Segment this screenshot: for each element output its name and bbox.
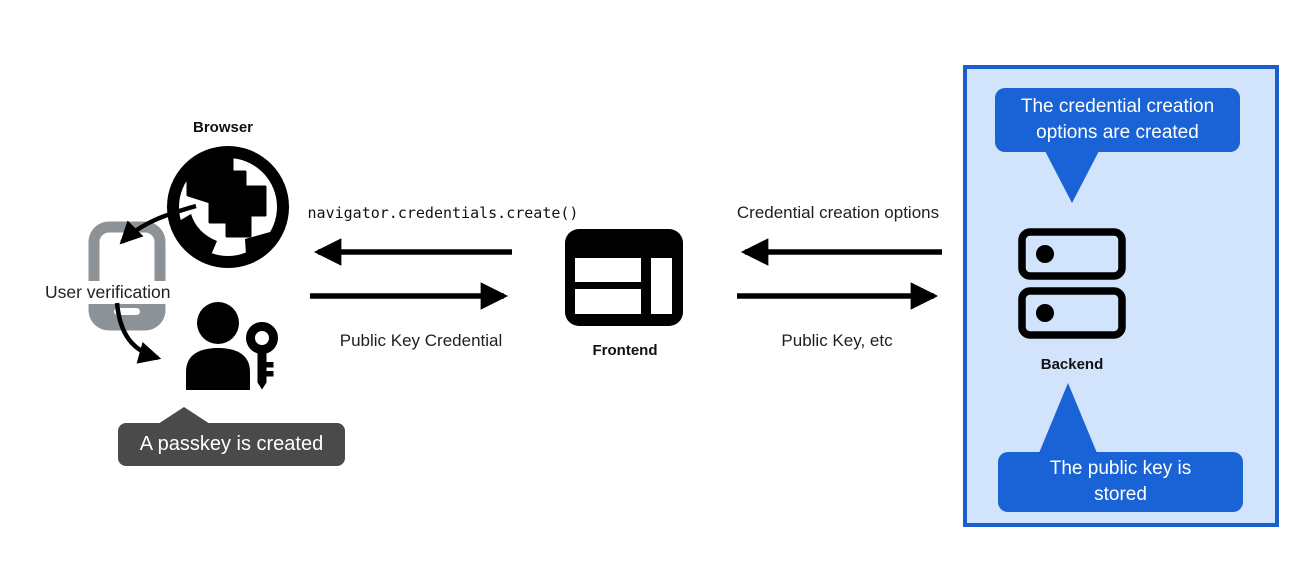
public-key-stored-callout: The public key is stored: [998, 383, 1243, 512]
credential-creation-options-label: Credential creation options: [736, 203, 940, 222]
navigator-credentials-create-label: navigator.credentials.create(): [307, 204, 579, 222]
public-key-stored-text: The public key is stored: [1049, 458, 1192, 505]
frontend-label: Frontend: [592, 342, 658, 359]
public-key-etc-label: Public Key, etc: [781, 331, 893, 350]
callout-pointer-up-tall: [1039, 383, 1097, 453]
person-with-key-icon: [186, 302, 278, 390]
arrow-phone-to-user: [114, 302, 162, 364]
passkey-created-callout: A passkey is created: [118, 407, 345, 466]
callout-pointer-down: [1045, 151, 1099, 203]
credential-options-text: The credential creation options are crea…: [1020, 96, 1215, 143]
globe-icon: [167, 146, 289, 268]
public-key-credential-label: Public Key Credential: [339, 331, 503, 350]
callout-pointer-up: [158, 407, 210, 424]
browser-label: Browser: [192, 119, 254, 136]
passkey-created-text: A passkey is created: [139, 433, 324, 455]
credential-options-callout: The credential creation options are crea…: [995, 88, 1240, 203]
backend-label: Backend: [1040, 356, 1104, 373]
arrow-browser-to-phone: [119, 203, 197, 245]
server-stack-icon: [1018, 228, 1126, 339]
user-verification-label: User verification: [42, 281, 174, 304]
browser-window-icon: [565, 229, 683, 326]
backend-panel: The credential creation options are crea…: [963, 65, 1279, 527]
